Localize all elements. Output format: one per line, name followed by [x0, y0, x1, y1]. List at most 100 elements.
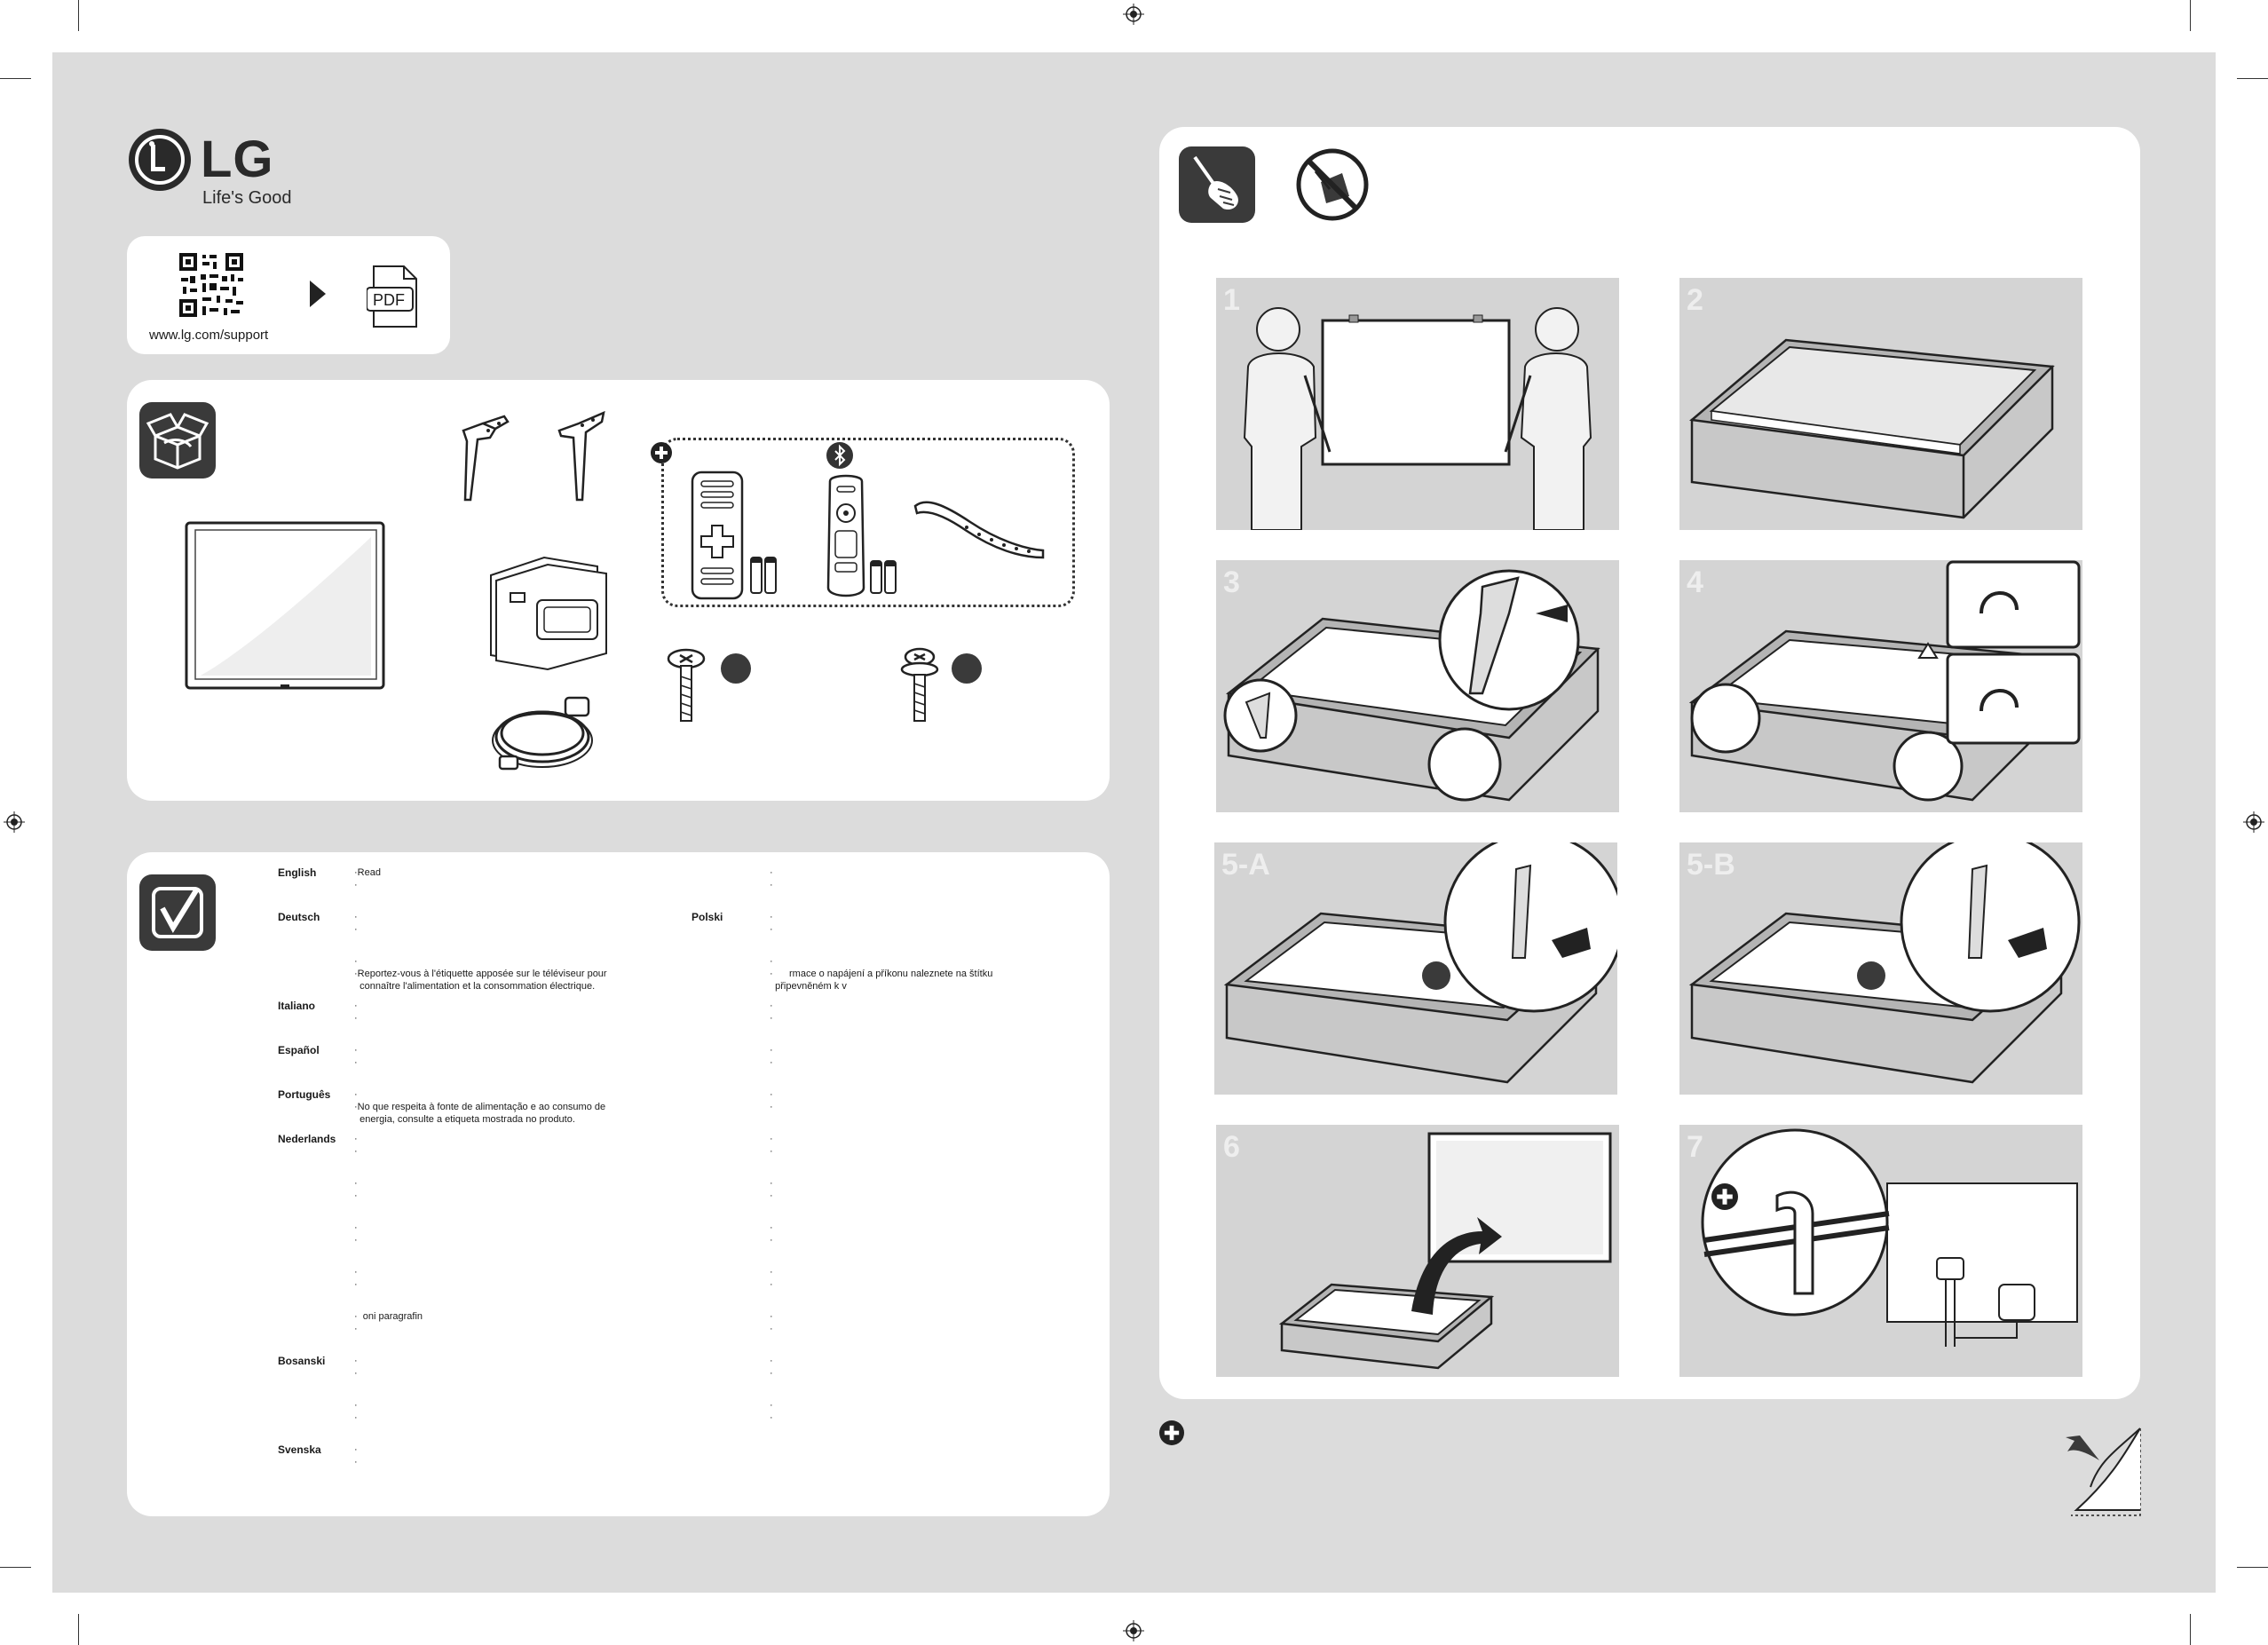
plus-circle-icon — [651, 442, 672, 463]
safety-section: Nederlands·· — [278, 1133, 739, 1170]
safety-section: ·· — [770, 1177, 1089, 1214]
safety-text-line: · — [770, 924, 773, 935]
safety-text-line: · — [354, 956, 358, 967]
step-number: 2 — [1687, 283, 1703, 317]
magic-remote-illustration — [826, 474, 897, 597]
safety-text-line: · — [770, 1400, 773, 1411]
pdf-document-icon[interactable]: PDF — [367, 265, 420, 328]
registration-mark-icon — [1123, 4, 1144, 25]
lg-wordmark: LG — [201, 130, 274, 188]
safety-text-line: ·Reportez-vous à l'étiquette apposée sur… — [354, 969, 607, 979]
safety-text-line: · — [770, 1356, 773, 1366]
registration-mark-icon — [1123, 1620, 1144, 1641]
step-number: 6 — [1223, 1130, 1240, 1164]
safety-column-2: ······ rmace o napájení a příkonu nalezn… — [770, 866, 1089, 1443]
optional-accessories-box — [661, 438, 1075, 607]
step-3-illustration: 3 — [1216, 560, 1619, 812]
safety-text-line: · — [770, 1279, 773, 1290]
crop-mark — [78, 1614, 79, 1645]
safety-text-line: · — [354, 1457, 358, 1467]
plus-circle-icon — [1711, 1183, 1738, 1210]
step-number: 1 — [1223, 283, 1240, 317]
registration-mark-icon — [4, 811, 25, 833]
assembly-panel: 1 2 3 — [1159, 127, 2140, 1399]
no-sharp-tool-icon — [1296, 148, 1369, 221]
safety-text-line: · — [354, 1190, 358, 1201]
step-1-illustration: 1 — [1216, 278, 1619, 530]
cable-holder-illustration — [913, 501, 1045, 559]
language-label: Svenska — [278, 1443, 321, 1456]
step-number: 3 — [1223, 565, 1240, 599]
safety-text-line: · — [770, 1235, 773, 1246]
language-label: Español — [278, 1044, 320, 1056]
safety-section: · ·Reportez-vous à l'étiquette apposée su… — [278, 955, 739, 993]
safety-text-line: · — [770, 1368, 773, 1379]
safety-section: ·· — [770, 1133, 1089, 1170]
language-label: Polski — [691, 911, 723, 923]
safety-text-line: · — [770, 1178, 773, 1189]
safety-text-line: · — [354, 924, 358, 935]
stand-legs-illustration — [462, 411, 605, 502]
crop-mark — [2190, 0, 2191, 31]
step-7-illustration: 7 — [1679, 1125, 2082, 1377]
qr-code-icon[interactable] — [178, 251, 245, 319]
step-number: 7 — [1687, 1130, 1703, 1164]
safety-text-line: · — [354, 1444, 358, 1455]
step-number: 5-B — [1687, 848, 1735, 882]
step-number: 5-A — [1221, 848, 1270, 882]
safety-section: Deutsch·· — [278, 911, 739, 948]
safety-text-line: · — [354, 1134, 358, 1144]
safety-text-line: · — [770, 1134, 773, 1144]
quantity-badge-icon — [952, 653, 982, 684]
safety-text-line: · — [354, 1000, 358, 1011]
language-label: English — [278, 866, 317, 879]
safety-text-line: · — [354, 1235, 358, 1246]
lg-logo-icon — [129, 129, 191, 191]
safety-text-line: · — [770, 1146, 773, 1157]
manual-booklet-illustration — [490, 556, 607, 671]
safety-text-line: · — [770, 912, 773, 922]
safety-section: ·· — [770, 911, 1089, 948]
safety-text-line: · — [770, 1267, 773, 1277]
language-label: Bosanski — [278, 1355, 326, 1367]
page-turn-icon — [2066, 1428, 2141, 1516]
safety-text-line: · — [354, 1089, 358, 1100]
crop-mark — [2237, 1567, 2268, 1568]
safety-text-line: · — [354, 1267, 358, 1277]
checklist-icon — [139, 874, 216, 951]
safety-text-line: · — [770, 1102, 773, 1112]
step-5a-illustration: 5-A — [1214, 842, 1617, 1095]
safety-text-line: · — [770, 1045, 773, 1056]
safety-text-line: · — [354, 1412, 358, 1423]
safety-section: ·· — [770, 1399, 1089, 1436]
registration-mark-icon — [2243, 811, 2264, 833]
crop-mark — [0, 1567, 31, 1568]
safety-text-line: · — [770, 867, 773, 878]
language-label: Nederlands — [278, 1133, 336, 1145]
safety-text-line: připevněném k v — [770, 981, 847, 992]
safety-text-line: energia, consulte a etiqueta mostrada no… — [354, 1114, 575, 1125]
safety-text-line: · — [354, 1279, 358, 1290]
step-6-illustration: 6 — [1216, 1125, 1619, 1377]
arrow-right-icon — [310, 281, 326, 307]
crop-mark — [78, 0, 79, 31]
safety-text-line: connaître l'alimentation et la consommat… — [354, 981, 596, 992]
safety-text-line: · — [354, 1057, 358, 1068]
safety-text-line: · — [770, 1190, 773, 1201]
safety-text-line: · — [770, 880, 773, 890]
safety-section: ·· — [278, 1177, 739, 1214]
open-box-icon — [139, 402, 216, 478]
screw-washer-icon — [900, 647, 939, 722]
step-5b-illustration: 5-B — [1679, 842, 2082, 1095]
safety-section: ·· — [770, 1222, 1089, 1259]
step-number: 4 — [1687, 565, 1703, 599]
safety-text-line: ·No que respeita à fonte de alimentação … — [354, 1102, 606, 1112]
remote-control-illustration — [691, 471, 777, 600]
safety-text-line: · — [354, 1368, 358, 1379]
safety-text-line: · — [770, 1057, 773, 1068]
support-panel: www.lg.com/support PDF — [127, 236, 450, 354]
support-url[interactable]: www.lg.com/support — [149, 328, 269, 343]
quantity-badge-icon — [721, 653, 751, 684]
bluetooth-icon — [826, 442, 853, 469]
safety-section: Español·· — [278, 1044, 739, 1081]
